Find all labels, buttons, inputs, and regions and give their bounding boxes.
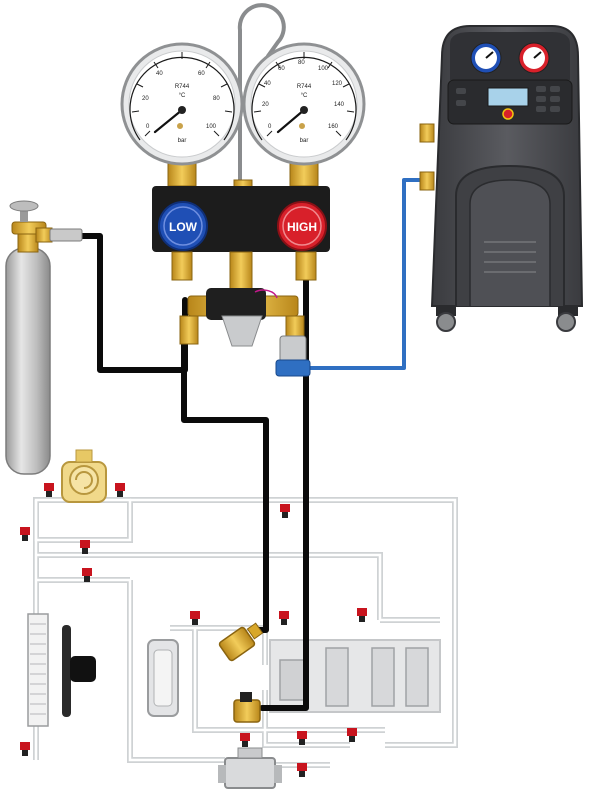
high-gauge-tick-80: 80 xyxy=(298,60,305,66)
high-valve-knob[interactable]: HIGH xyxy=(277,201,327,251)
high-gauge-tick-100: 100 xyxy=(318,66,329,72)
service-valves xyxy=(20,483,367,777)
service-valve-icon xyxy=(297,731,307,745)
service-valve-icon xyxy=(347,728,357,742)
pump-icon xyxy=(61,449,107,503)
high-label: HIGH xyxy=(287,220,317,234)
high-gauge-tick-0: 0 xyxy=(268,124,272,130)
service-valve-icon xyxy=(240,733,250,747)
low-gauge-tick-40: 40 xyxy=(156,71,163,77)
accumulator xyxy=(147,639,179,717)
service-valve-icon xyxy=(20,527,30,541)
low-gauge-refrigerant: R744 xyxy=(175,84,190,90)
high-gauge-tick-60: 60 xyxy=(278,66,285,72)
high-gauge-needle xyxy=(276,108,306,134)
service-valve-icon xyxy=(44,483,54,497)
recovery-station-icon xyxy=(419,25,584,332)
low-label: LOW xyxy=(169,220,198,234)
service-valve-icon xyxy=(297,763,307,777)
cylinder-hose xyxy=(77,233,188,373)
station-display xyxy=(487,87,529,107)
service-valve-icon xyxy=(280,504,290,518)
high-side-hose xyxy=(259,277,309,711)
high-gauge-tick-160: 160 xyxy=(328,124,339,130)
fan-motor xyxy=(70,656,96,682)
low-valve-knob[interactable]: LOW xyxy=(158,201,208,251)
low-gauge-unit-bottom: bar xyxy=(178,138,187,144)
station-line xyxy=(298,178,432,370)
high-gauge-tick-140: 140 xyxy=(334,102,345,108)
co2-cylinder-icon xyxy=(5,200,83,475)
manifold-gauge-set: 0 20 40 60 80 100 R744 °C bar xyxy=(120,3,366,377)
service-valve-icon xyxy=(279,611,289,625)
low-gauge-tick-100: 100 xyxy=(206,124,217,130)
low-side-hose xyxy=(181,337,269,633)
compressor xyxy=(218,747,282,789)
high-gauge-tick-120: 120 xyxy=(332,81,343,87)
high-gauge-unit-top: °C xyxy=(301,93,308,99)
low-gauge-tick-20: 20 xyxy=(142,96,149,102)
low-pressure-gauge: 0 20 40 60 80 100 R744 °C bar xyxy=(120,42,244,166)
heat-exchanger xyxy=(269,639,441,713)
low-gauge-tick-80: 80 xyxy=(213,96,220,102)
low-gauge-needle xyxy=(153,108,184,134)
service-valve-icon xyxy=(190,611,200,625)
high-gauge-tick-40: 40 xyxy=(264,81,271,87)
low-gauge-tick-60: 60 xyxy=(198,71,205,77)
low-gauge-unit-top: °C xyxy=(179,93,186,99)
service-valve-icon xyxy=(20,742,30,756)
service-valve-icon xyxy=(82,568,92,582)
high-side-coupler xyxy=(233,692,261,723)
station-stop-button[interactable] xyxy=(502,108,514,120)
station-coupler xyxy=(275,335,311,377)
high-gauge-tick-20: 20 xyxy=(262,102,269,108)
t-piece xyxy=(179,288,305,347)
service-valve-icon xyxy=(357,608,367,622)
manifold-hook xyxy=(237,3,286,187)
low-side-coupler xyxy=(218,622,264,662)
low-gauge-tick-0: 0 xyxy=(146,124,150,130)
gas-cooler xyxy=(27,613,96,727)
high-pressure-gauge: 0 20 40 60 80 100 120 140 160 R744 °C ba… xyxy=(242,42,366,166)
hoses xyxy=(77,178,432,711)
fan-blade xyxy=(62,625,71,717)
high-gauge-refrigerant: R744 xyxy=(297,84,312,90)
service-valve-icon xyxy=(80,540,90,554)
high-gauge-unit-bottom: bar xyxy=(300,138,309,144)
service-valve-icon xyxy=(115,483,125,497)
